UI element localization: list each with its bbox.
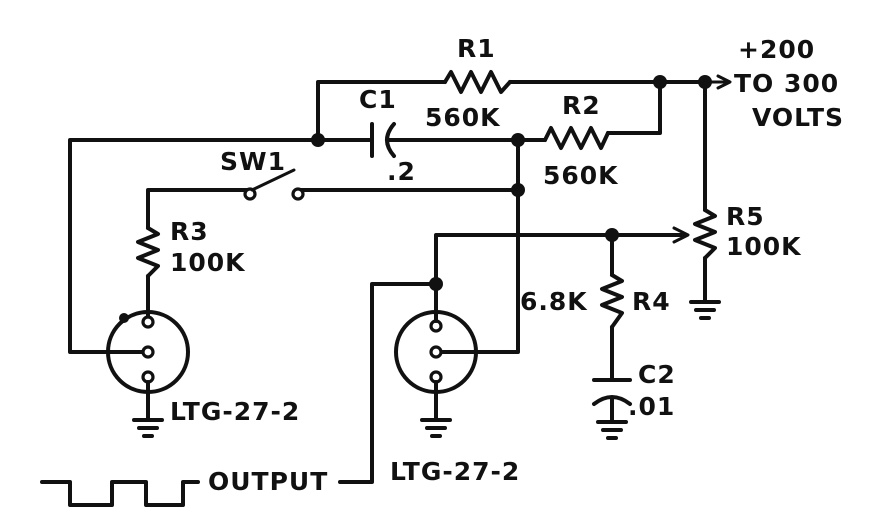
r2-label: R2 <box>562 91 601 120</box>
junction-dot <box>511 183 525 197</box>
wire-output <box>338 282 438 484</box>
tube-left-label: LTG-27-2 <box>170 397 300 426</box>
wire-sw1-left <box>146 188 250 230</box>
tube-left-gas-dot <box>119 313 129 323</box>
wiper-arrow <box>672 226 690 244</box>
resistor-r2 <box>543 126 610 150</box>
sw1-contact-left <box>243 187 257 201</box>
wire-r2-right <box>606 80 662 135</box>
supply-line-2: TO 300 <box>734 69 839 98</box>
ground-icon <box>689 300 721 320</box>
ground-icon <box>132 418 164 438</box>
r1-value: 560K <box>425 103 501 132</box>
sw1-label: SW1 <box>220 147 286 176</box>
sw1-blade <box>250 168 296 192</box>
junction-dot <box>311 133 325 147</box>
tube-left-pin-top <box>141 315 155 329</box>
ground-icon <box>420 418 452 438</box>
ground-icon <box>596 420 628 440</box>
r2-value: 560K <box>543 161 619 190</box>
r3-label: R3 <box>170 217 209 246</box>
junction-dot <box>605 228 619 242</box>
r4-label: R4 <box>632 287 671 316</box>
resistor-r4 <box>600 273 624 329</box>
junction-dot <box>511 133 525 147</box>
junction-dot <box>698 75 712 89</box>
c1-value: .2 <box>387 157 416 186</box>
r3-value: 100K <box>170 248 246 277</box>
wire-center-vertical <box>441 138 520 354</box>
r5-label: R5 <box>726 202 765 231</box>
resistor-r1 <box>443 70 512 94</box>
wire-r1-left <box>316 80 447 142</box>
r5-value: 100K <box>726 232 802 261</box>
c1-label: C1 <box>359 85 397 114</box>
supply-line-1: +200 <box>738 35 815 64</box>
tube-left-pin-mid <box>141 345 155 359</box>
resistor-r5 <box>693 208 717 260</box>
output-label: OUTPUT <box>208 467 328 496</box>
tube-right-label: LTG-27-2 <box>390 457 520 486</box>
r1-label: R1 <box>457 34 496 63</box>
resistor-r3 <box>136 226 160 278</box>
junction-dot <box>429 277 443 291</box>
supply-line-3: VOLTS <box>752 103 844 132</box>
capacitor-c2 <box>592 378 632 406</box>
wire-r5-wiper <box>434 233 687 286</box>
capacitor-c1 <box>370 122 396 158</box>
tube-right-pin-mid <box>429 345 443 359</box>
square-wave-icon <box>40 480 200 507</box>
r4-value: 6.8K <box>520 287 588 316</box>
junction-dot <box>653 75 667 89</box>
c2-value: .01 <box>628 392 675 421</box>
c2-label: C2 <box>638 360 676 389</box>
sw1-contact-right <box>291 187 305 201</box>
